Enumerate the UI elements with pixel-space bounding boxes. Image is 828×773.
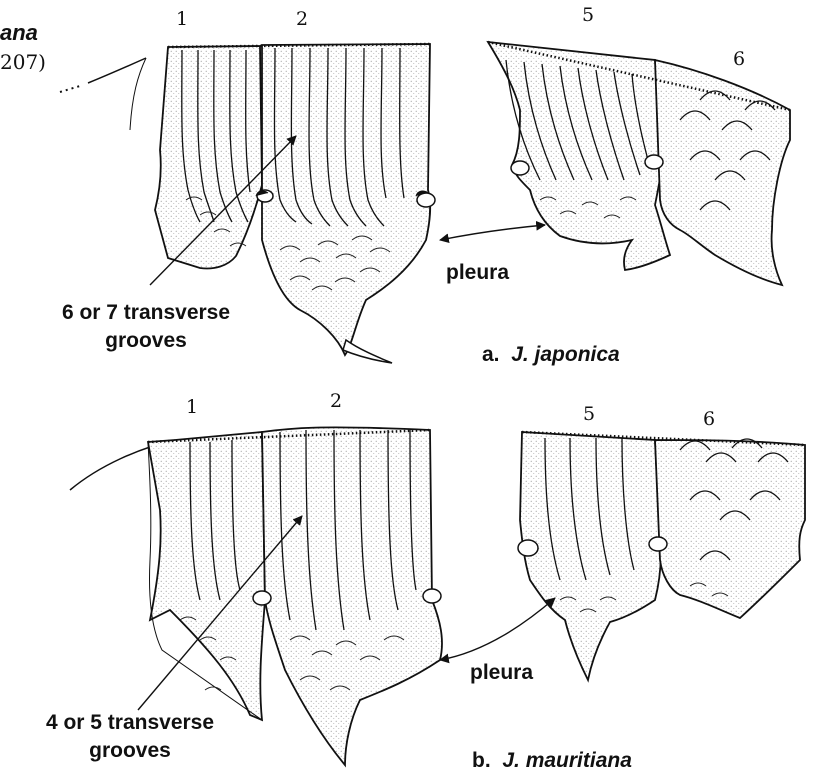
corner-ref-fragment: 207) — [0, 52, 46, 72]
caption-b-species: J. mauritiana — [502, 749, 632, 772]
pleura-label-a: pleura — [446, 262, 509, 283]
grooves-label-b-line1: 4 or 5 transverse — [0, 712, 260, 733]
corner-title-fragment: ana — [0, 22, 38, 44]
knob-b1 — [253, 591, 271, 605]
segment-2-b — [262, 427, 442, 765]
grooves-label-a-line1: 6 or 7 transverse — [16, 302, 276, 323]
segment-label-6-a: 6 — [733, 50, 745, 69]
caption-b-letter: b. — [472, 749, 491, 772]
segment-label-1-b: 1 — [186, 398, 198, 417]
knob-b4 — [649, 537, 667, 551]
segment-label-2-b: 2 — [330, 392, 342, 411]
segment-label-5-a: 5 — [582, 6, 594, 25]
caption-a: a. J. japonica — [482, 344, 620, 365]
segment-label-2-a: 2 — [296, 10, 308, 29]
knob-b2 — [423, 589, 441, 603]
knob-a3 — [511, 161, 529, 175]
segment-6-b — [655, 440, 805, 618]
dotted-fragment-a — [60, 86, 80, 92]
caption-a-letter: a. — [482, 343, 500, 366]
segment-label-5-b: 5 — [583, 405, 595, 424]
knob-a2 — [417, 193, 435, 207]
spine-a — [343, 340, 392, 363]
pleura-label-b: pleura — [470, 662, 533, 683]
caption-b: b. J. mauritiana — [472, 750, 632, 771]
tergite-outline-a — [88, 58, 146, 83]
pleura-arrow-a — [440, 225, 545, 240]
knob-a4 — [645, 155, 663, 169]
segment-label-1-a: 1 — [176, 10, 188, 29]
grooves-label-a-line2: grooves — [16, 330, 276, 351]
segment-5-b — [520, 432, 661, 680]
caption-a-species: J. japonica — [511, 343, 620, 366]
knob-b3 — [518, 540, 538, 556]
grooves-label-b-line2: grooves — [0, 740, 260, 761]
segment-label-6-b: 6 — [703, 410, 715, 429]
pleura-arrow-b — [440, 598, 555, 660]
